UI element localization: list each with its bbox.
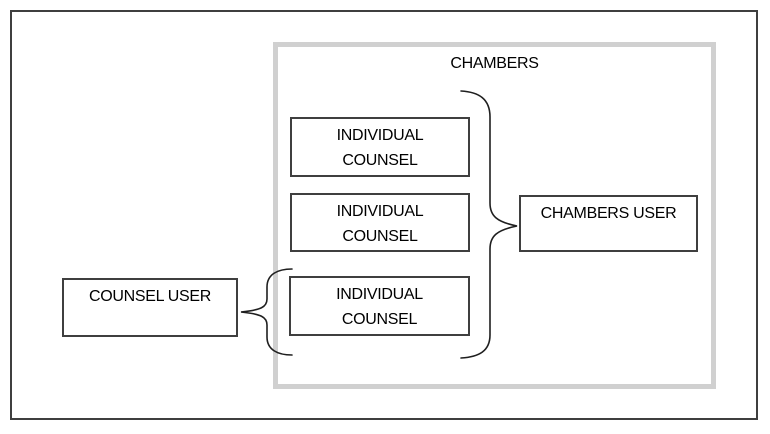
individual-counsel-box-1: INDIVIDUAL COUNSEL <box>290 117 470 177</box>
individual-counsel-box-3: INDIVIDUAL COUNSEL <box>289 276 470 336</box>
individual-counsel-label-line1: INDIVIDUAL <box>336 203 424 220</box>
individual-counsel-label-line2: COUNSEL <box>342 152 418 169</box>
outer-frame <box>10 10 758 420</box>
individual-counsel-label-line1: INDIVIDUAL <box>336 127 424 144</box>
chambers-user-label: CHAMBERS USER <box>540 205 677 222</box>
individual-counsel-label-line2: COUNSEL <box>341 311 418 328</box>
chambers-user-box: CHAMBERS USER <box>519 195 698 252</box>
chambers-group-box <box>273 42 716 389</box>
individual-counsel-label-line1: INDIVIDUAL <box>336 286 423 303</box>
individual-counsel-box-2: INDIVIDUAL COUNSEL <box>290 193 470 252</box>
chambers-group-label: CHAMBERS <box>450 55 539 72</box>
counsel-user-box: COUNSEL USER <box>62 278 238 337</box>
counsel-user-label: COUNSEL USER <box>88 288 212 305</box>
individual-counsel-label-line2: COUNSEL <box>342 228 418 245</box>
